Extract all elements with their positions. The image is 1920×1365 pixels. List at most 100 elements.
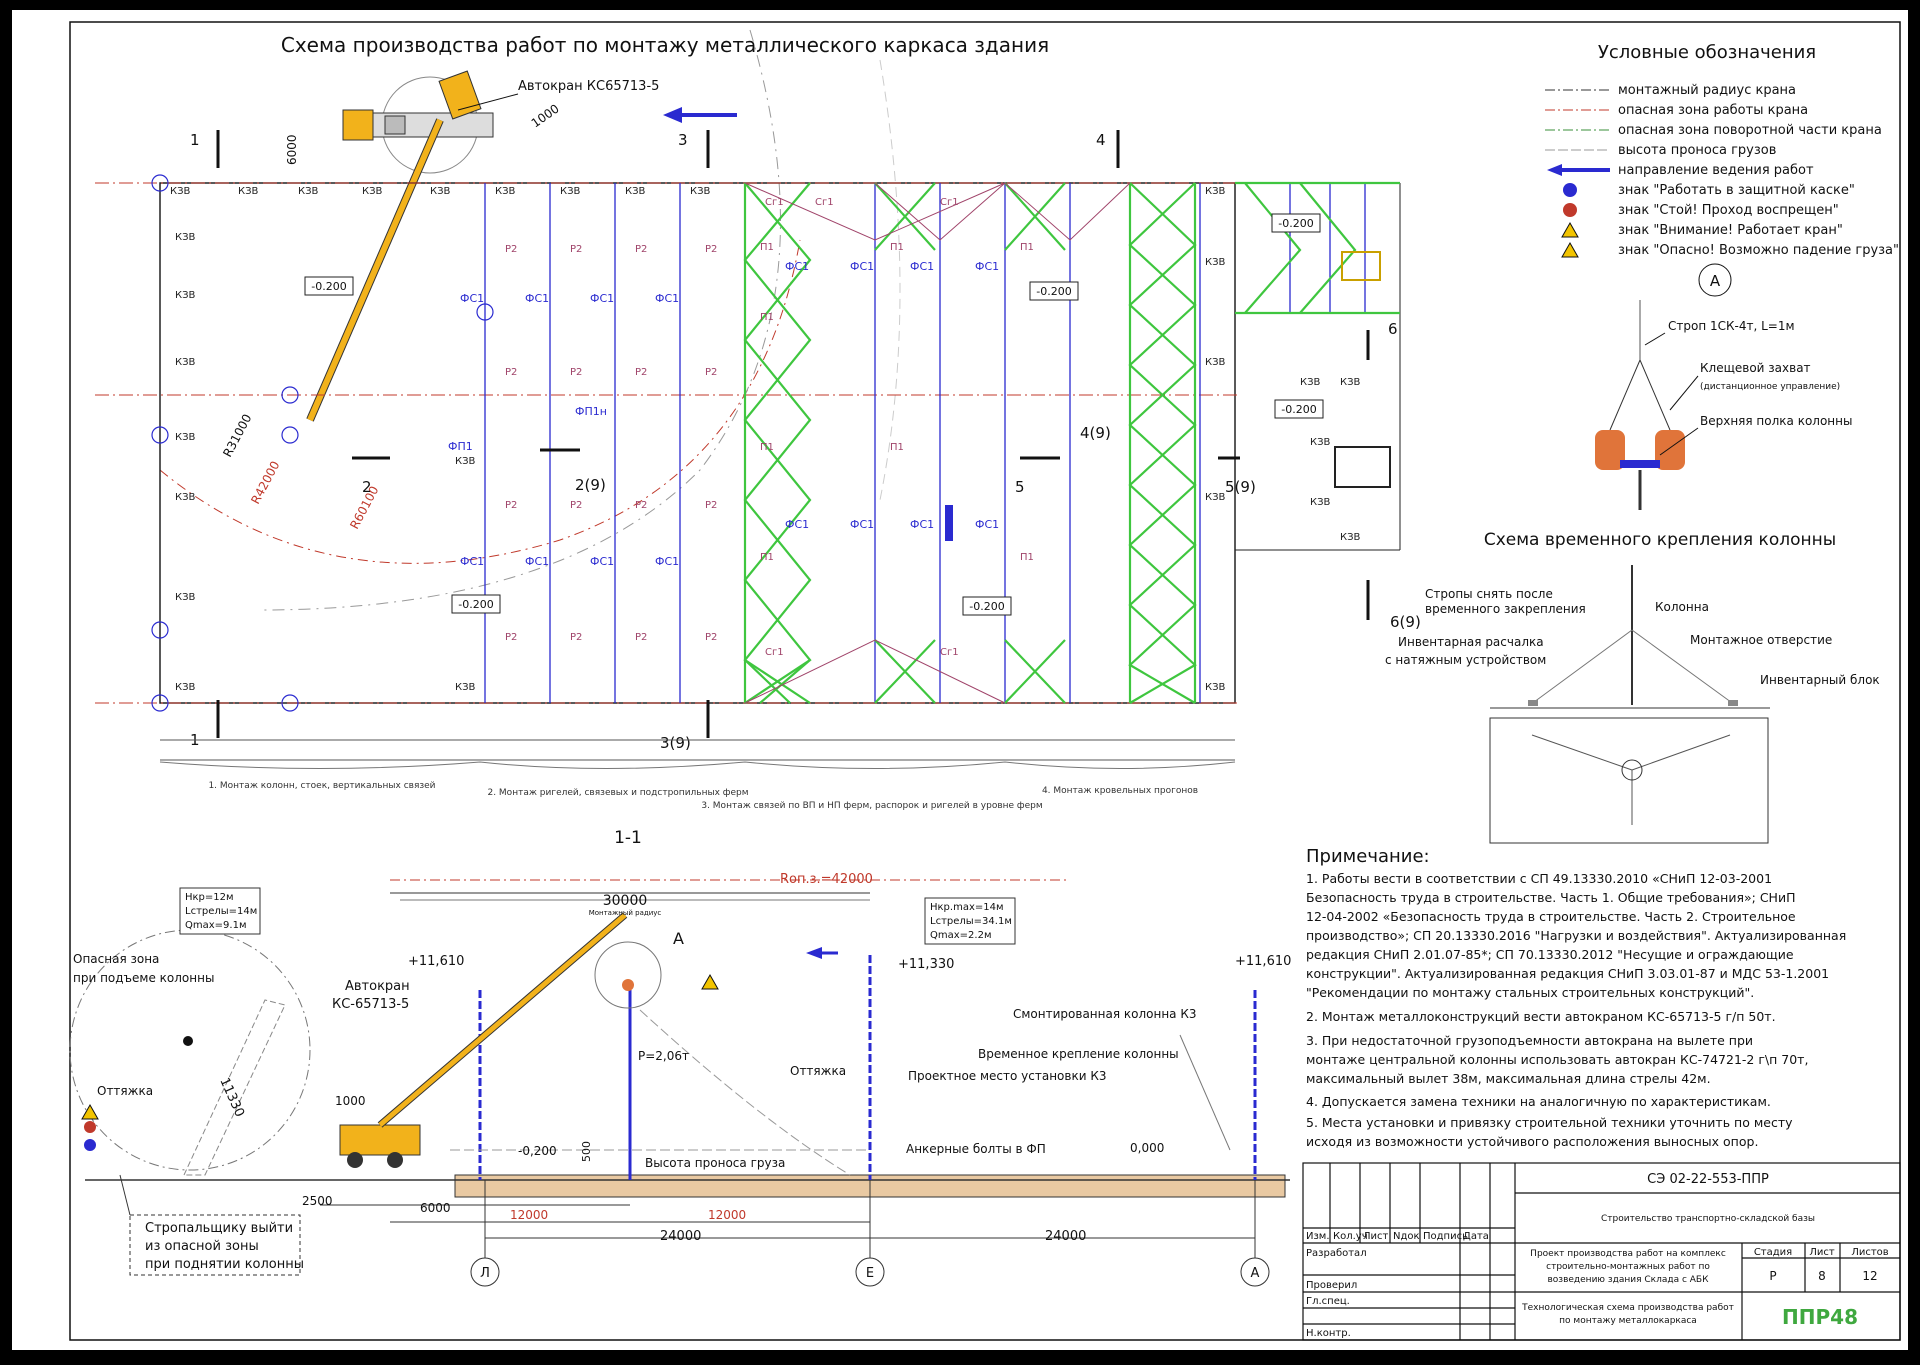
- crane2-param: Hкр.max=14м: [930, 902, 1004, 913]
- elevation: -0.200: [311, 280, 346, 293]
- detail-a-strop: Строп 1СК-4т, L=1м: [1668, 319, 1795, 333]
- section-cut-labels: 1 1 3 3(9) 4 4(9) 2 2(9) 5 5(9) 6 6(9): [190, 131, 1421, 752]
- label-fs1: ФС1: [785, 518, 809, 531]
- crane1-param: Lстрелы=14м: [185, 906, 257, 917]
- plan-axis-lines: [95, 182, 1240, 704]
- plan-elevations: -0.200 -0.200 -0.200 -0.200 -0.200 -0.20…: [304, 213, 1324, 616]
- tb-header: Изм.: [1306, 1231, 1330, 1242]
- label-fs1: ФС1: [655, 292, 679, 305]
- label-sg1: Сг1: [940, 647, 959, 658]
- note-line: 5. Места установки и привязку строительн…: [1306, 1115, 1793, 1130]
- doc-code: СЭ 02-22-553-ППР: [1647, 1172, 1769, 1187]
- sheets-value: 12: [1862, 1269, 1877, 1283]
- label-p2: Р2: [505, 500, 517, 511]
- crane-label: Автокран КС65713-5: [518, 79, 659, 94]
- elevation-11610: +11,610: [408, 954, 464, 969]
- label-sg1: Сг1: [765, 647, 784, 658]
- label-fs1: ФС1: [655, 555, 679, 568]
- legend-item: знак "Опасно! Возможно падение груза": [1618, 243, 1899, 258]
- label-sg1: Сг1: [940, 197, 959, 208]
- section-4: 4: [1096, 131, 1106, 149]
- falling-load-sign-icon: [1561, 241, 1579, 258]
- label-kzv: КЗВ: [1205, 492, 1226, 503]
- crane2-param: Lстрелы=34.1м: [930, 916, 1012, 927]
- elevation-m0200: -0,200: [518, 1144, 557, 1158]
- mounted-column: Смонтированная колонна К3: [1013, 1007, 1197, 1021]
- label-fp1n: ФП1н: [575, 405, 607, 418]
- sheet-title: по монтажу металлокаркаса: [1559, 1316, 1697, 1326]
- axis-label: Л: [480, 1266, 490, 1281]
- legend-title: Условные обозначения: [1598, 42, 1816, 63]
- label-kzv: КЗВ: [625, 186, 646, 197]
- stage-header: Стадия: [1754, 1247, 1792, 1258]
- label-fs1: ФС1: [910, 518, 934, 531]
- label-fp1: ФП1: [448, 440, 473, 453]
- note-line: конструкции". Актуализированная редакция…: [1306, 966, 1829, 981]
- detail-a-flange: Верхняя полка колонны: [1700, 414, 1852, 428]
- legend-item: опасная зона поворотной части крана: [1618, 123, 1882, 138]
- note-line: максимальный вылет 38м, максимальная дли…: [1306, 1071, 1711, 1086]
- project-name: строительно-монтажных работ по: [1546, 1262, 1710, 1272]
- label-p1: П1: [890, 242, 904, 253]
- object-name: Строительство транспортно-складской базы: [1601, 1214, 1815, 1224]
- detail-a-grip: Клещевой захват: [1700, 361, 1811, 375]
- tb-header: Кол.уч: [1333, 1231, 1368, 1242]
- work-direction-arrow: [663, 107, 737, 123]
- sheet-header: Лист: [1809, 1247, 1835, 1258]
- sheet-paper: [12, 10, 1908, 1350]
- drawing-title: Схема производства работ по монтажу мета…: [281, 33, 1049, 57]
- crane2-param: Qmax=2.2м: [930, 930, 991, 941]
- plan-bracing: [743, 181, 1400, 704]
- section-5: 5: [1015, 478, 1025, 496]
- danger-zone-label: Опасная зона: [73, 952, 159, 966]
- elevation: -0.200: [1281, 403, 1316, 416]
- dim-12000: 12000: [510, 1208, 548, 1222]
- stage-1: 1. Монтаж колонн, стоек, вертикальных св…: [208, 781, 435, 791]
- tb-role: Проверил: [1306, 1280, 1357, 1291]
- label-p2: Р2: [705, 632, 717, 643]
- label-kzv: КЗВ: [1205, 682, 1226, 693]
- dim-12000: 12000: [708, 1208, 746, 1222]
- note-line: 4. Допускается замена техники на аналоги…: [1306, 1094, 1771, 1109]
- legend: Условные обозначения монтажный радиус кр…: [1545, 42, 1899, 258]
- stage-2: 2. Монтаж ригелей, связевых и подстропил…: [487, 788, 748, 798]
- design-place: Проектное место установки К3: [908, 1069, 1107, 1083]
- project-name: Проект производства работ на комплекс: [1530, 1249, 1726, 1259]
- inventory-block: Инвентарный блок: [1760, 673, 1880, 687]
- dim-2500: 2500: [302, 1194, 333, 1208]
- label-kzv: КЗВ: [175, 492, 196, 503]
- notes: Примечание: 1. Работы вести в соответств…: [1306, 846, 1846, 1149]
- section-5-9: 5(9): [1225, 478, 1256, 496]
- label-p1: П1: [760, 552, 774, 563]
- section-2-9: 2(9): [575, 476, 606, 494]
- label-p1: П1: [760, 312, 774, 323]
- remove-slings: Стропы снять после: [1425, 587, 1553, 601]
- label-fs1: ФС1: [590, 292, 614, 305]
- stage-value: Р: [1769, 1269, 1776, 1283]
- sheet-frame: [69, 21, 1901, 1341]
- label-p2: Р2: [570, 367, 582, 378]
- axis-label: А: [1251, 1266, 1260, 1281]
- label-p2: Р2: [570, 500, 582, 511]
- label-kzv: КЗВ: [1205, 186, 1226, 197]
- axis-label: Е: [866, 1266, 874, 1281]
- label-kzv: КЗВ: [175, 290, 196, 301]
- label-fs1: ФС1: [850, 260, 874, 273]
- label-p1: П1: [890, 442, 904, 453]
- work-stages: 1. Монтаж колонн, стоек, вертикальных св…: [159, 739, 1236, 811]
- project-name: возведению здания Склада с АБК: [1547, 1275, 1709, 1285]
- guy-label-2: Оттяжка: [790, 1064, 846, 1078]
- dim-24000: 24000: [1045, 1229, 1086, 1244]
- tb-header: Nдок: [1393, 1231, 1420, 1242]
- crane1-param: Hкр=12м: [185, 892, 234, 903]
- label-fs1: ФС1: [460, 555, 484, 568]
- legend-item: знак "Внимание! Работает кран": [1618, 223, 1843, 238]
- label-kzv: КЗВ: [1310, 497, 1331, 508]
- mount-radius: Монтажный радиус: [589, 909, 662, 917]
- elevation: -0.200: [458, 598, 493, 611]
- elevation: -0.200: [969, 600, 1004, 613]
- label-p2: Р2: [505, 632, 517, 643]
- elevation: -0.200: [1278, 217, 1313, 230]
- dim-500: 500: [580, 1141, 593, 1162]
